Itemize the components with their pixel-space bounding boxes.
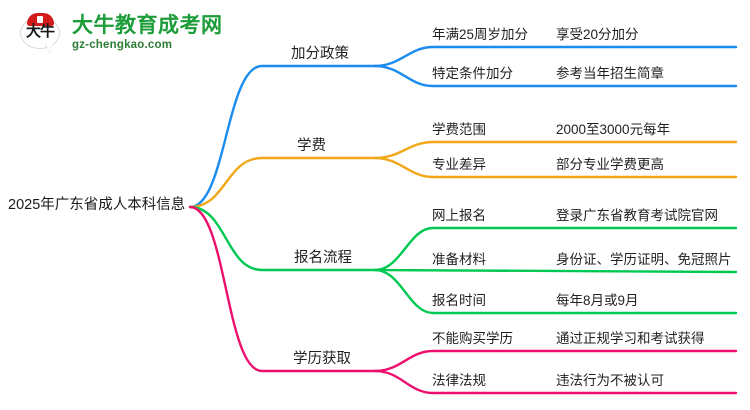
connector-line [373,349,738,373]
site-logo: 大牛 大牛教育成考网 gz-chengkao.com [18,9,248,57]
connector-line [373,268,738,315]
connector-line [373,156,738,179]
detail-label-2-2: 部分专业学费更高 [556,157,664,172]
branch-label-2: 学费 [297,138,326,154]
child-label-2-1: 学费范围 [432,122,486,137]
child-label-1-1: 年满25周岁加分 [432,27,529,42]
branch-label-3: 报名流程 [294,250,352,266]
child-label-3-2: 准备材料 [432,252,486,267]
detail-label-1-1: 享受20分加分 [556,27,639,42]
logo-bubble-icon: 大牛 [18,11,64,55]
connector-line [373,226,738,272]
detail-label-3-1: 登录广东省教育考试院官网 [556,208,718,223]
child-label-4-1: 不能购买学历 [432,331,513,346]
detail-label-4-1: 通过正规学习和考试获得 [556,331,705,346]
branch-label-1: 加分政策 [291,46,349,62]
logo-mark-text: 大牛 [25,23,55,40]
connector-line [188,64,377,209]
detail-label-2-1: 2000至3000元每年 [556,122,671,137]
connector-line [373,45,738,68]
detail-label-3-2: 身份证、学历证明、免冠照片 [556,252,732,267]
child-label-4-2: 法律法规 [432,373,486,388]
child-label-1-2: 特定条件加分 [432,66,513,81]
detail-label-1-2: 参考当年招生简章 [556,66,664,81]
connector-line [188,156,377,209]
child-label-2-2: 专业差异 [432,157,486,172]
connector-line [188,205,377,373]
child-label-3-3: 报名时间 [432,293,486,308]
connector-line [373,268,738,274]
connector-line [373,64,738,88]
logo-url: gz-chengkao.com [72,38,173,51]
logo-title: 大牛教育成考网 [72,13,223,37]
detail-label-4-2: 违法行为不被认可 [556,373,664,388]
connector-line [188,205,377,272]
connector-line [373,369,738,395]
detail-label-3-3: 每年8月或9月 [556,293,639,308]
root-label: 2025年广东省成人本科信息 [8,197,186,213]
child-label-3-1: 网上报名 [432,208,486,223]
branch-label-4: 学历获取 [293,351,351,367]
